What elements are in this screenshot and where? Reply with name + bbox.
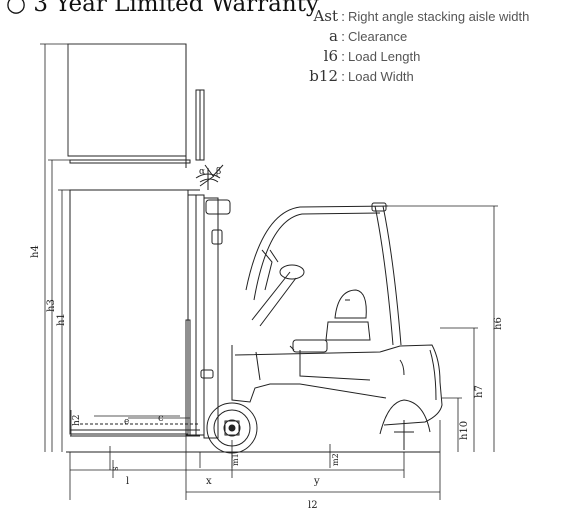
dim-label-s: s bbox=[111, 466, 121, 471]
legend-separator: : bbox=[341, 69, 345, 84]
dim-label-m2: m2 bbox=[331, 453, 340, 466]
dim-label-x: x bbox=[206, 476, 212, 487]
dim-label-h10: h10 bbox=[459, 421, 470, 440]
left-vertical-dimensions bbox=[40, 43, 72, 452]
overhead-guard bbox=[245, 202, 402, 346]
bottom-dimensions bbox=[69, 415, 441, 500]
legend-text: Right angle stacking aisle width bbox=[348, 9, 530, 24]
legend-separator: : bbox=[341, 9, 345, 24]
legend-separator: : bbox=[341, 49, 345, 64]
legend-symbol: Ast bbox=[313, 7, 338, 25]
warranty-heading: ○ 3 Year Limited Warranty bbox=[6, 0, 319, 17]
dim-label-h6: h6 bbox=[493, 317, 504, 330]
legend-symbol: l6 bbox=[323, 47, 338, 65]
legend-symbol: a bbox=[329, 27, 338, 45]
forks bbox=[70, 423, 200, 437]
rear-wheel bbox=[379, 399, 431, 450]
dim-label-y: y bbox=[313, 476, 320, 487]
legend-symbol: b12 bbox=[309, 67, 338, 85]
legend-separator: : bbox=[341, 29, 345, 44]
dim-label-beta: β bbox=[216, 167, 221, 177]
legend-item-load-width: b12 : Load Width bbox=[296, 67, 529, 87]
raised-load bbox=[67, 43, 191, 168]
dim-label-h7: h7 bbox=[474, 385, 485, 398]
dimension-legend: Ast : Right angle stacking aisle width a… bbox=[296, 7, 529, 87]
lowered-load bbox=[69, 189, 200, 435]
mast bbox=[185, 194, 231, 439]
dim-label-alpha: α bbox=[199, 167, 205, 177]
dim-label-l: l bbox=[126, 476, 129, 487]
dim-label-l2: l2 bbox=[308, 500, 318, 511]
dim-label-h4: h4 bbox=[30, 245, 41, 258]
tilt-arrows bbox=[195, 168, 221, 190]
legend-item-clearance: a : Clearance bbox=[296, 27, 529, 47]
dim-label-h1: h1 bbox=[56, 313, 67, 326]
dim-label-load-center: e bbox=[124, 417, 129, 427]
legend-item-ast: Ast : Right angle stacking aisle width bbox=[296, 7, 529, 27]
legend-item-load-length: l6 : Load Length bbox=[296, 47, 529, 67]
steering bbox=[251, 249, 305, 327]
dim-label-h3: h3 bbox=[46, 299, 57, 312]
seat bbox=[325, 289, 371, 341]
dim-label-m1: m1 bbox=[231, 453, 240, 466]
legend-text: Load Width bbox=[348, 69, 414, 84]
dim-label-h2: h2 bbox=[72, 414, 82, 426]
chassis bbox=[231, 339, 443, 426]
dim-label-c: c bbox=[158, 413, 164, 424]
legend-text: Load Length bbox=[348, 49, 421, 64]
right-vertical-dimensions bbox=[388, 205, 498, 478]
upper-mast bbox=[195, 89, 224, 177]
legend-text: Clearance bbox=[348, 29, 408, 44]
